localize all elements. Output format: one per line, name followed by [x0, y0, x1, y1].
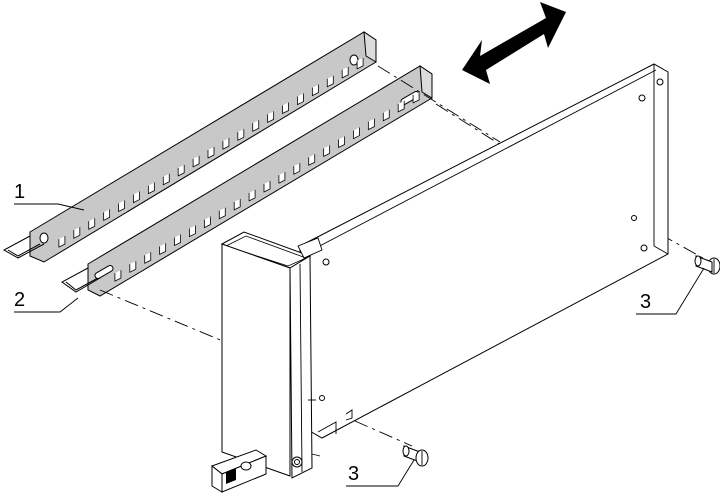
callout-1: 1 — [14, 181, 25, 203]
fixing-screw-right — [694, 255, 720, 275]
fixing-screw-bottom — [402, 445, 429, 467]
rail-tooth — [162, 173, 170, 186]
rail-tooth — [129, 261, 137, 273]
callout-3-bottom: 3 — [348, 463, 359, 485]
rail-tooth — [323, 145, 331, 158]
rail-tooth — [356, 57, 364, 70]
rail-tooth — [382, 109, 390, 122]
rail-tooth — [133, 191, 140, 204]
rail-tooth — [203, 216, 211, 229]
rail-tooth — [58, 236, 66, 248]
rail-tooth — [367, 118, 375, 131]
rail-tooth — [118, 200, 125, 213]
rail-tooth — [222, 138, 230, 150]
rail-tooth — [237, 129, 245, 141]
rail-tooth — [267, 111, 275, 124]
rail-tooth — [192, 155, 200, 168]
extractor-handle — [210, 449, 268, 493]
rail-tooth — [278, 172, 286, 184]
rail-tooth — [207, 147, 215, 159]
rail-tooth — [341, 66, 349, 79]
rail-tooth — [248, 189, 256, 202]
rail-tooth — [88, 218, 96, 230]
rail-tooth — [73, 227, 81, 239]
front-panel — [220, 231, 323, 479]
leader-lines — [14, 203, 705, 487]
rail-tooth — [189, 225, 196, 238]
rail-tooth — [297, 93, 304, 106]
rail-tooth — [338, 136, 345, 149]
rail-tooth — [114, 270, 122, 282]
rail-tooth — [147, 182, 155, 195]
rail-tooth — [159, 243, 167, 256]
rail-tooth — [282, 102, 289, 115]
rail-tooth — [174, 234, 181, 247]
rail-tooth — [263, 181, 271, 193]
callout-2: 2 — [14, 289, 25, 311]
rail-tooth — [177, 164, 185, 177]
guide-rail-upper — [2, 31, 377, 263]
rail-tooth — [233, 198, 241, 211]
callout-3-right: 3 — [640, 291, 651, 313]
rail-tooth — [293, 163, 301, 175]
rail-tooth — [397, 100, 405, 113]
rail-tooth — [103, 209, 111, 222]
rail-tooth — [308, 154, 316, 166]
rail-tooth — [412, 91, 420, 104]
rail-tooth — [218, 207, 226, 220]
rail-tooth — [353, 127, 360, 140]
rail-tooth — [252, 120, 260, 132]
guide-rail-lower — [61, 65, 433, 297]
insertion-direction-arrow-icon — [462, 2, 566, 84]
rail-tooth — [311, 84, 319, 97]
rail-tooth — [144, 252, 152, 264]
rail-tooth — [326, 75, 334, 88]
